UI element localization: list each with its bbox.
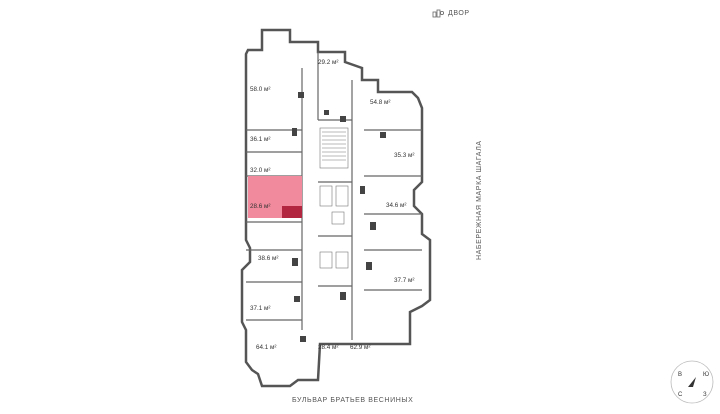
- courtyard-icon: [432, 9, 444, 18]
- apartment-area-label[interactable]: 28.6 м²: [250, 203, 270, 210]
- compass-west: С: [678, 392, 683, 398]
- embankment-label-text: НАБЕРЕЖНАЯ МАРКА ШАГАЛА: [476, 140, 483, 260]
- apartment-area-label[interactable]: 32.0 м²: [250, 167, 270, 174]
- courtyard-label-text: ДВОР: [448, 9, 470, 17]
- apartment-area-label[interactable]: 28.4 м²: [318, 344, 338, 351]
- apartment-area-label[interactable]: 58.0 м²: [250, 86, 270, 93]
- apartment-area-label[interactable]: 37.7 м²: [394, 277, 414, 284]
- apartment-area-label[interactable]: 36.1 м²: [250, 136, 270, 143]
- compass: В Ю З С: [668, 358, 716, 406]
- apartment-area-label[interactable]: 62.9 м²: [350, 344, 370, 351]
- selected-apartment-accent: [282, 206, 302, 218]
- apartment-area-label[interactable]: 29.2 м²: [318, 59, 338, 66]
- apartment-area-label[interactable]: 35.3 м²: [394, 152, 414, 159]
- compass-east: Ю: [703, 372, 709, 378]
- embankment-label: НАБЕРЕЖНАЯ МАРКА ШАГАЛА: [476, 140, 483, 260]
- compass-arrow-icon: [688, 377, 696, 387]
- apartment-area-label[interactable]: 38.6 м²: [258, 255, 278, 262]
- apartment-area-label[interactable]: 37.1 м²: [250, 305, 270, 312]
- apartment-area-label[interactable]: 54.8 м²: [370, 99, 390, 106]
- apartment-area-label[interactable]: 64.1 м²: [256, 344, 276, 351]
- compass-south: З: [703, 392, 707, 398]
- apartment-area-label[interactable]: 34.6 м²: [386, 202, 406, 209]
- compass-north: В: [678, 372, 682, 378]
- courtyard-label: ДВОР: [432, 8, 470, 18]
- boulevard-label: БУЛЬВАР БРАТЬЕВ ВЕСНИНЫХ: [292, 397, 413, 404]
- boulevard-label-text: БУЛЬВАР БРАТЬЕВ ВЕСНИНЫХ: [292, 397, 414, 404]
